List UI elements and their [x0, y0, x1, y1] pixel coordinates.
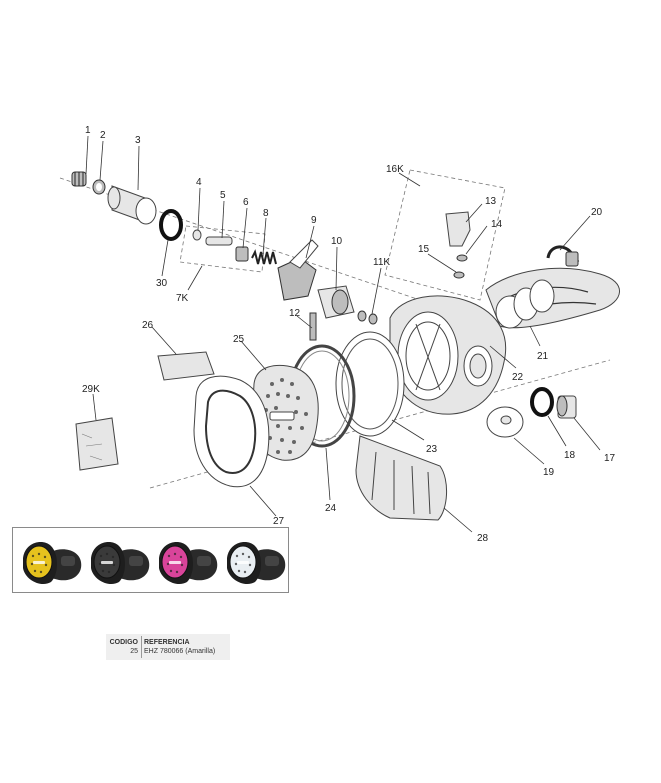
callout-13: 13	[485, 196, 497, 207]
part-4-washer	[192, 229, 202, 241]
callout-27: 27	[273, 516, 285, 527]
part-15-ring	[453, 271, 465, 279]
callout-24: 24	[325, 503, 337, 514]
part-5-pin	[205, 236, 233, 246]
part-30-oring	[159, 209, 183, 241]
callout-18: 18	[564, 450, 576, 461]
callout-21: 21	[537, 351, 549, 362]
callout-25: 25	[233, 334, 245, 345]
variant-white	[227, 542, 286, 585]
part-11k-oring-b	[368, 313, 378, 325]
part-17-fitting	[556, 395, 577, 419]
part-1-screw	[71, 171, 87, 187]
callout-10: 10	[331, 236, 343, 247]
kit-7k-box	[179, 225, 266, 273]
callout-23: 23	[426, 444, 438, 455]
callout-19: 19	[543, 467, 555, 478]
callout-20: 20	[591, 207, 603, 218]
callout-8: 8	[263, 208, 269, 219]
part-26-tab	[157, 351, 215, 381]
part-28-deflector	[355, 435, 447, 521]
callout-7k: 7K	[176, 293, 189, 304]
callout-11k: 11K	[373, 257, 390, 268]
variant-pink	[159, 542, 218, 585]
part-29k-kit-bag	[75, 417, 119, 471]
callout-9: 9	[311, 215, 317, 226]
part-9-lever	[277, 239, 319, 301]
part-12-clip	[309, 312, 317, 341]
callout-2: 2	[100, 130, 106, 141]
part-13-clamp	[445, 211, 471, 247]
callout-29k: 29K	[82, 384, 100, 395]
reference-table: CODIGO 25 REFERENCIA EHZ 780066 (Amarill…	[106, 634, 230, 660]
callout-1: 1	[85, 125, 91, 136]
part-23-diaphragm	[335, 331, 405, 437]
part-10-valve-body	[317, 285, 355, 319]
callout-26: 26	[142, 320, 154, 331]
part-3-hose-fitting	[107, 185, 157, 225]
callout-14: 14	[491, 219, 503, 230]
callout-5: 5	[220, 190, 226, 201]
callout-16k: 16K	[386, 164, 404, 175]
callout-15: 15	[418, 244, 430, 255]
part-6-nut	[235, 246, 249, 262]
variant-black	[91, 542, 150, 585]
callout-28: 28	[477, 533, 489, 544]
part-19-valve-disc	[486, 406, 524, 438]
kit-16k-box	[384, 169, 506, 301]
part-21-exhaust-tee	[485, 267, 620, 329]
callout-6: 6	[243, 197, 249, 208]
part-27-frame	[193, 375, 270, 488]
part-8-spring	[251, 249, 277, 265]
callout-labels: 1 2 3 4 5 6 7K 8 9 10 11K 12 13 14 15 16…	[82, 125, 616, 544]
callout-3: 3	[135, 135, 141, 146]
leader-lines	[85, 135, 601, 533]
code-column: CODIGO 25	[106, 638, 138, 656]
callout-30: 30	[156, 278, 168, 289]
callout-22: 22	[512, 372, 524, 383]
callout-17: 17	[604, 453, 616, 464]
callout-4: 4	[196, 177, 202, 188]
header-code: CODIGO	[109, 639, 138, 646]
row-ref: EHZ 780066 (Amarilla)	[144, 648, 216, 655]
variant-yellow	[23, 542, 82, 585]
part-14-ring	[456, 254, 468, 262]
ref-column: REFERENCIA EHZ 780066 (Amarilla)	[144, 638, 230, 656]
callout-12: 12	[289, 308, 301, 319]
part-11k-oring-a	[357, 310, 367, 322]
part-20-mouthpiece-tie	[546, 245, 580, 267]
header-ref: REFERENCIA	[144, 639, 190, 646]
part-18-oring	[530, 387, 554, 417]
part-22-main-housing	[389, 295, 507, 415]
color-variants-panel	[12, 527, 289, 593]
row-code: 25	[130, 648, 138, 655]
